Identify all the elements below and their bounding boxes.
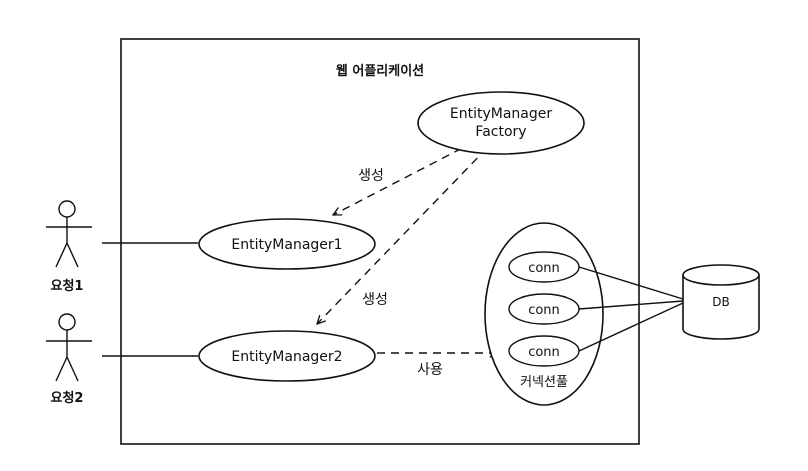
create-label-2: 생성 — [362, 292, 388, 308]
create-arrow-2 — [317, 147, 488, 324]
connection-1-label: conn — [528, 261, 560, 276]
create-arrow-1 — [333, 141, 475, 215]
actor-request2: 요청2 — [46, 313, 92, 406]
actor-label: 요청1 — [51, 278, 84, 294]
db-link-3 — [578, 302, 684, 352]
actor-right-leg — [66, 356, 79, 382]
db-link-1 — [578, 266, 684, 300]
factory-label-line1: EntityManager — [450, 106, 552, 122]
connection-3-label: conn — [528, 345, 560, 360]
actor-label: 요청2 — [51, 390, 84, 406]
actor-head-icon — [58, 200, 76, 218]
actor-left-leg — [55, 242, 68, 268]
actor-request1: 요청1 — [46, 200, 92, 294]
actor-left-leg — [55, 356, 68, 382]
use-label: 사용 — [417, 362, 443, 378]
entity-manager-factory — [417, 91, 585, 155]
entity-manager-2-label: EntityManager2 — [231, 349, 342, 365]
entity-manager-2 — [198, 330, 376, 382]
actor-head-icon — [58, 313, 76, 331]
container-title: 웹 어플리케이션 — [336, 63, 424, 79]
connection-pool-label: 커넥션풀 — [520, 375, 568, 390]
factory-label-line2: Factory — [475, 124, 526, 140]
entity-manager-1 — [198, 218, 376, 270]
create-label-1: 생성 — [358, 168, 384, 184]
database-cylinder-icon — [682, 264, 760, 340]
database-label: DB — [712, 295, 729, 309]
entity-manager-1-label: EntityManager1 — [231, 237, 342, 253]
db-link-2 — [578, 300, 684, 310]
actor-right-leg — [66, 242, 79, 268]
connection-2-label: conn — [528, 303, 560, 318]
